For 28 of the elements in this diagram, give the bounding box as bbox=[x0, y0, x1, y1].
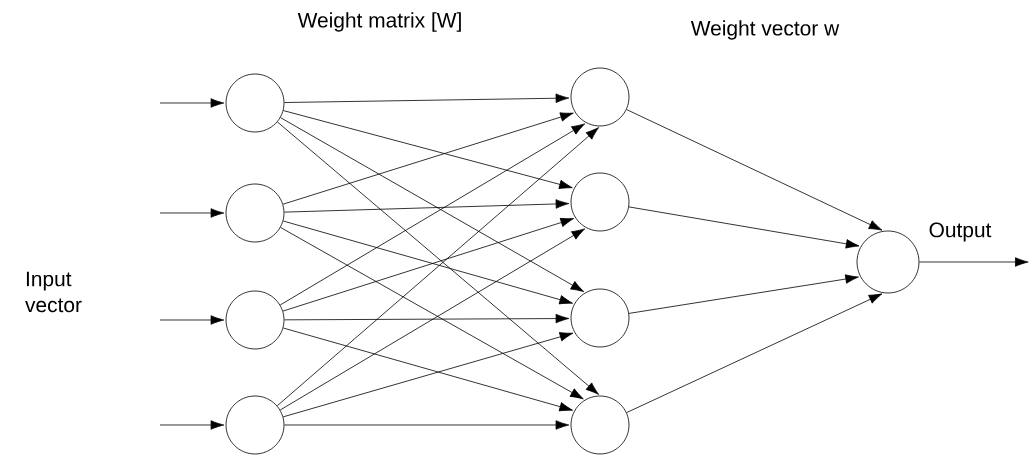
neuron-circle bbox=[570, 288, 630, 348]
neuron-circle bbox=[225, 395, 285, 455]
label-text: Weight vector w bbox=[690, 20, 840, 40]
arrow bbox=[159, 420, 225, 430]
arrow bbox=[626, 109, 883, 231]
neuron-circle bbox=[570, 395, 630, 455]
arrow bbox=[284, 93, 570, 103]
neuron-circle bbox=[225, 183, 285, 243]
label-text: Weight matrix [W] bbox=[297, 12, 461, 32]
arrow bbox=[159, 98, 225, 108]
neuron-circle bbox=[570, 172, 630, 232]
arrow bbox=[919, 257, 1029, 267]
arrow bbox=[628, 206, 860, 249]
neuron-circle bbox=[570, 67, 630, 127]
arrow bbox=[626, 293, 883, 413]
label-text: Input vector bbox=[25, 271, 82, 313]
arrow bbox=[284, 199, 570, 213]
neuron-circle bbox=[225, 73, 285, 133]
arrow bbox=[282, 112, 574, 205]
arrow bbox=[159, 315, 225, 325]
arrow bbox=[284, 313, 570, 324]
arrow bbox=[283, 110, 573, 189]
arrow bbox=[159, 208, 225, 218]
neuron-circle bbox=[225, 290, 285, 350]
arrow bbox=[284, 420, 570, 430]
neuron-circle bbox=[856, 230, 920, 294]
arrow bbox=[628, 274, 859, 314]
label-text: Output bbox=[929, 222, 992, 242]
